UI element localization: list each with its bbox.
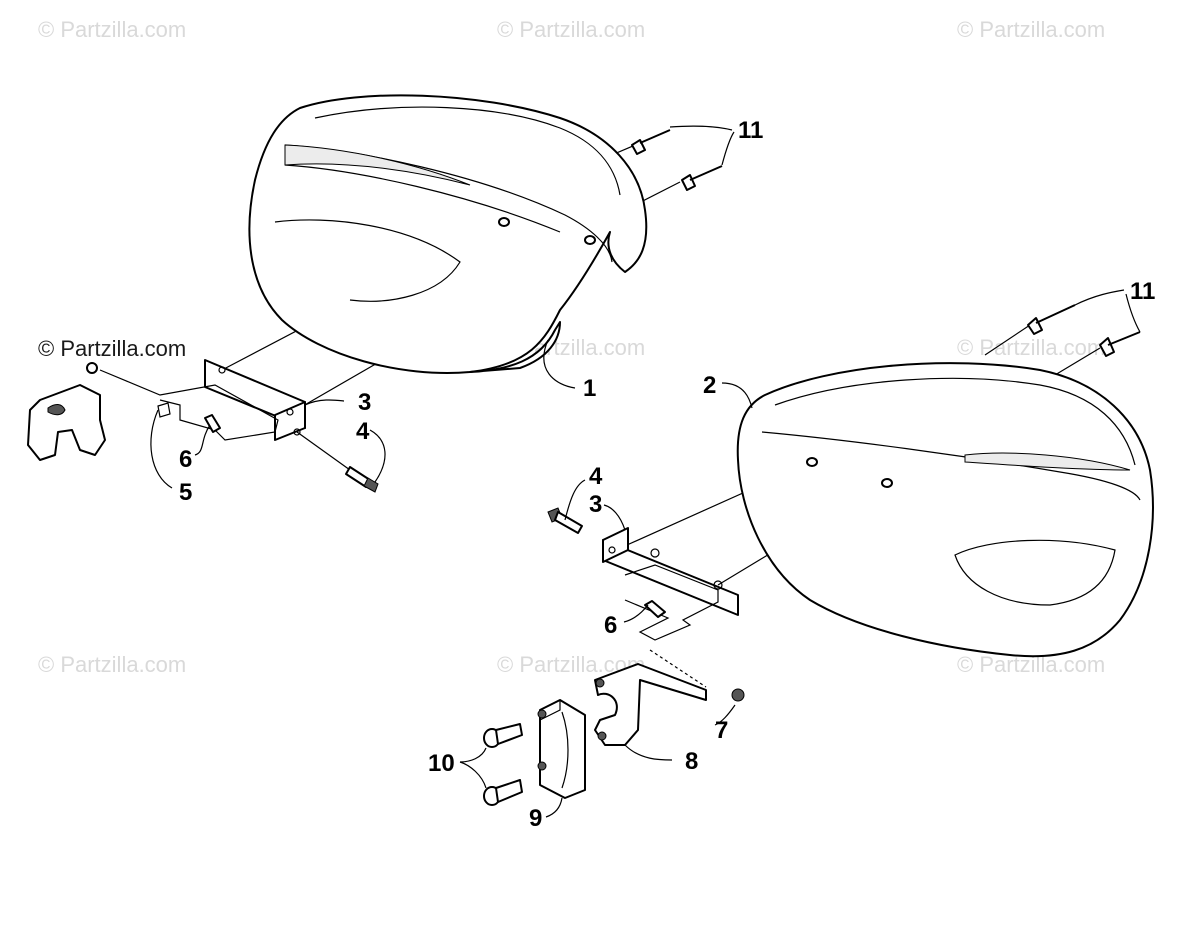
watermarks: © Partzilla.com © Partzilla.com © Partzi… xyxy=(38,17,1105,677)
hand-guard-right xyxy=(736,362,1154,658)
screw-right xyxy=(547,507,583,534)
callout-11-left: 11 xyxy=(738,117,763,144)
callout-10: 10 xyxy=(428,750,455,777)
callout-2: 2 xyxy=(703,372,716,399)
hand-guard-left xyxy=(248,94,648,374)
callout-7: 7 xyxy=(715,717,728,744)
watermark-bottom-left: © Partzilla.com xyxy=(38,652,186,677)
screw-left xyxy=(345,466,379,493)
watermark-top-right: © Partzilla.com xyxy=(957,17,1105,42)
callout-6-left: 6 xyxy=(179,446,192,473)
callout-6-right: 6 xyxy=(604,612,617,639)
watermark-top-left: © Partzilla.com xyxy=(38,17,186,42)
bracket-left xyxy=(204,359,306,441)
bolts-part-10 xyxy=(483,723,523,806)
watermark-mid-right: © Partzilla.com xyxy=(957,335,1105,360)
callout-4-left: 4 xyxy=(356,418,370,445)
callout-3-left: 3 xyxy=(358,389,371,416)
nut-part-7 xyxy=(731,688,745,702)
rivets-right xyxy=(1027,304,1141,357)
callout-8: 8 xyxy=(685,748,698,775)
callout-4-right: 4 xyxy=(589,463,603,490)
callouts: 1 2 3 4 5 6 4 3 6 7 8 9 10 11 11 xyxy=(179,117,1155,832)
clamp-part-8 xyxy=(594,663,707,746)
bracket-right xyxy=(602,527,739,616)
rod-right xyxy=(624,564,719,641)
leader-lines xyxy=(150,125,1141,818)
callout-11-right: 11 xyxy=(1130,278,1155,305)
watermark-top-center: © Partzilla.com xyxy=(497,17,645,42)
callout-5: 5 xyxy=(179,479,192,506)
clamp-cap-part-9 xyxy=(537,699,586,799)
callout-9: 9 xyxy=(529,805,542,832)
clamp-left xyxy=(27,362,279,461)
rivets-left xyxy=(631,129,723,191)
callout-3-right: 3 xyxy=(589,491,602,518)
watermark-prominent: © Partzilla.com xyxy=(38,336,186,361)
callout-1: 1 xyxy=(583,375,596,402)
